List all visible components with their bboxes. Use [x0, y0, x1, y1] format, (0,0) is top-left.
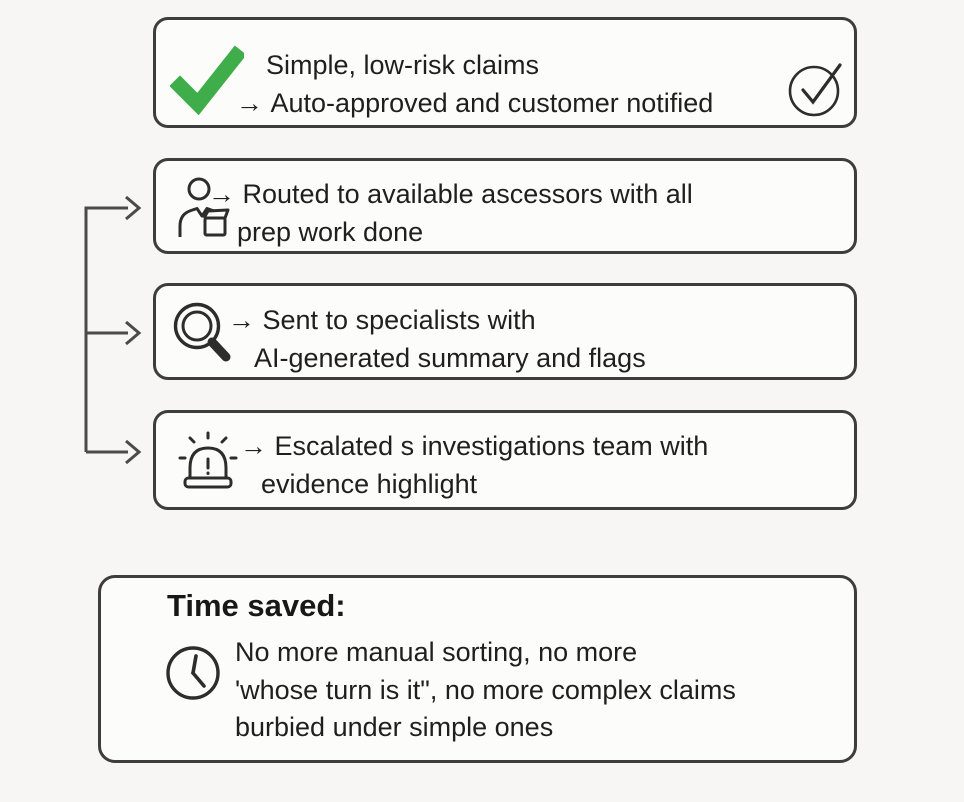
clock-icon	[165, 645, 221, 701]
routed-box: → Routed to available ascessors with all…	[153, 158, 857, 254]
arrow-glyph: →	[240, 431, 267, 461]
arrow-glyph: →	[236, 88, 263, 118]
routed-line1: → Routed to available ascessors with all	[208, 179, 693, 209]
specialists-line1: → Sent to specialists with	[228, 305, 536, 335]
specialists-line2: AI-generated summary and flags	[254, 343, 646, 373]
green-check-icon	[170, 44, 244, 118]
approved-line2: → Auto-approved and customer notified	[236, 88, 714, 118]
assessor-person-icon	[176, 177, 232, 241]
arrow-glyph: →	[208, 179, 235, 209]
arrow-glyph: →	[228, 305, 255, 335]
time-saved-title: Time saved:	[167, 588, 346, 623]
siren-icon	[176, 425, 240, 495]
circled-check-icon	[786, 58, 846, 118]
routed-line2: prep work done	[237, 217, 424, 247]
escalated-line1: → Escalated s investigations team with	[240, 431, 709, 461]
escalated-line2: evidence highlight	[261, 469, 478, 499]
summary-line3: burbied under simple ones	[235, 712, 554, 742]
approved-line1: Simple, low-risk claims	[266, 50, 540, 80]
magnifier-icon	[169, 300, 237, 372]
escalated-box: → Escalated s investigations team with e…	[153, 410, 857, 510]
specialists-box: → Sent to specialists with AI-generated …	[153, 283, 857, 380]
summary-line1: No more manual sorting, no more	[235, 637, 638, 667]
summary-line2: 'whose turn is it", no more complex clai…	[235, 674, 736, 705]
auto-approved-box: Simple, low-risk claims → Auto-approved …	[153, 17, 857, 128]
time-saved-box: Time saved: No more manual sorting, no m…	[98, 575, 857, 763]
